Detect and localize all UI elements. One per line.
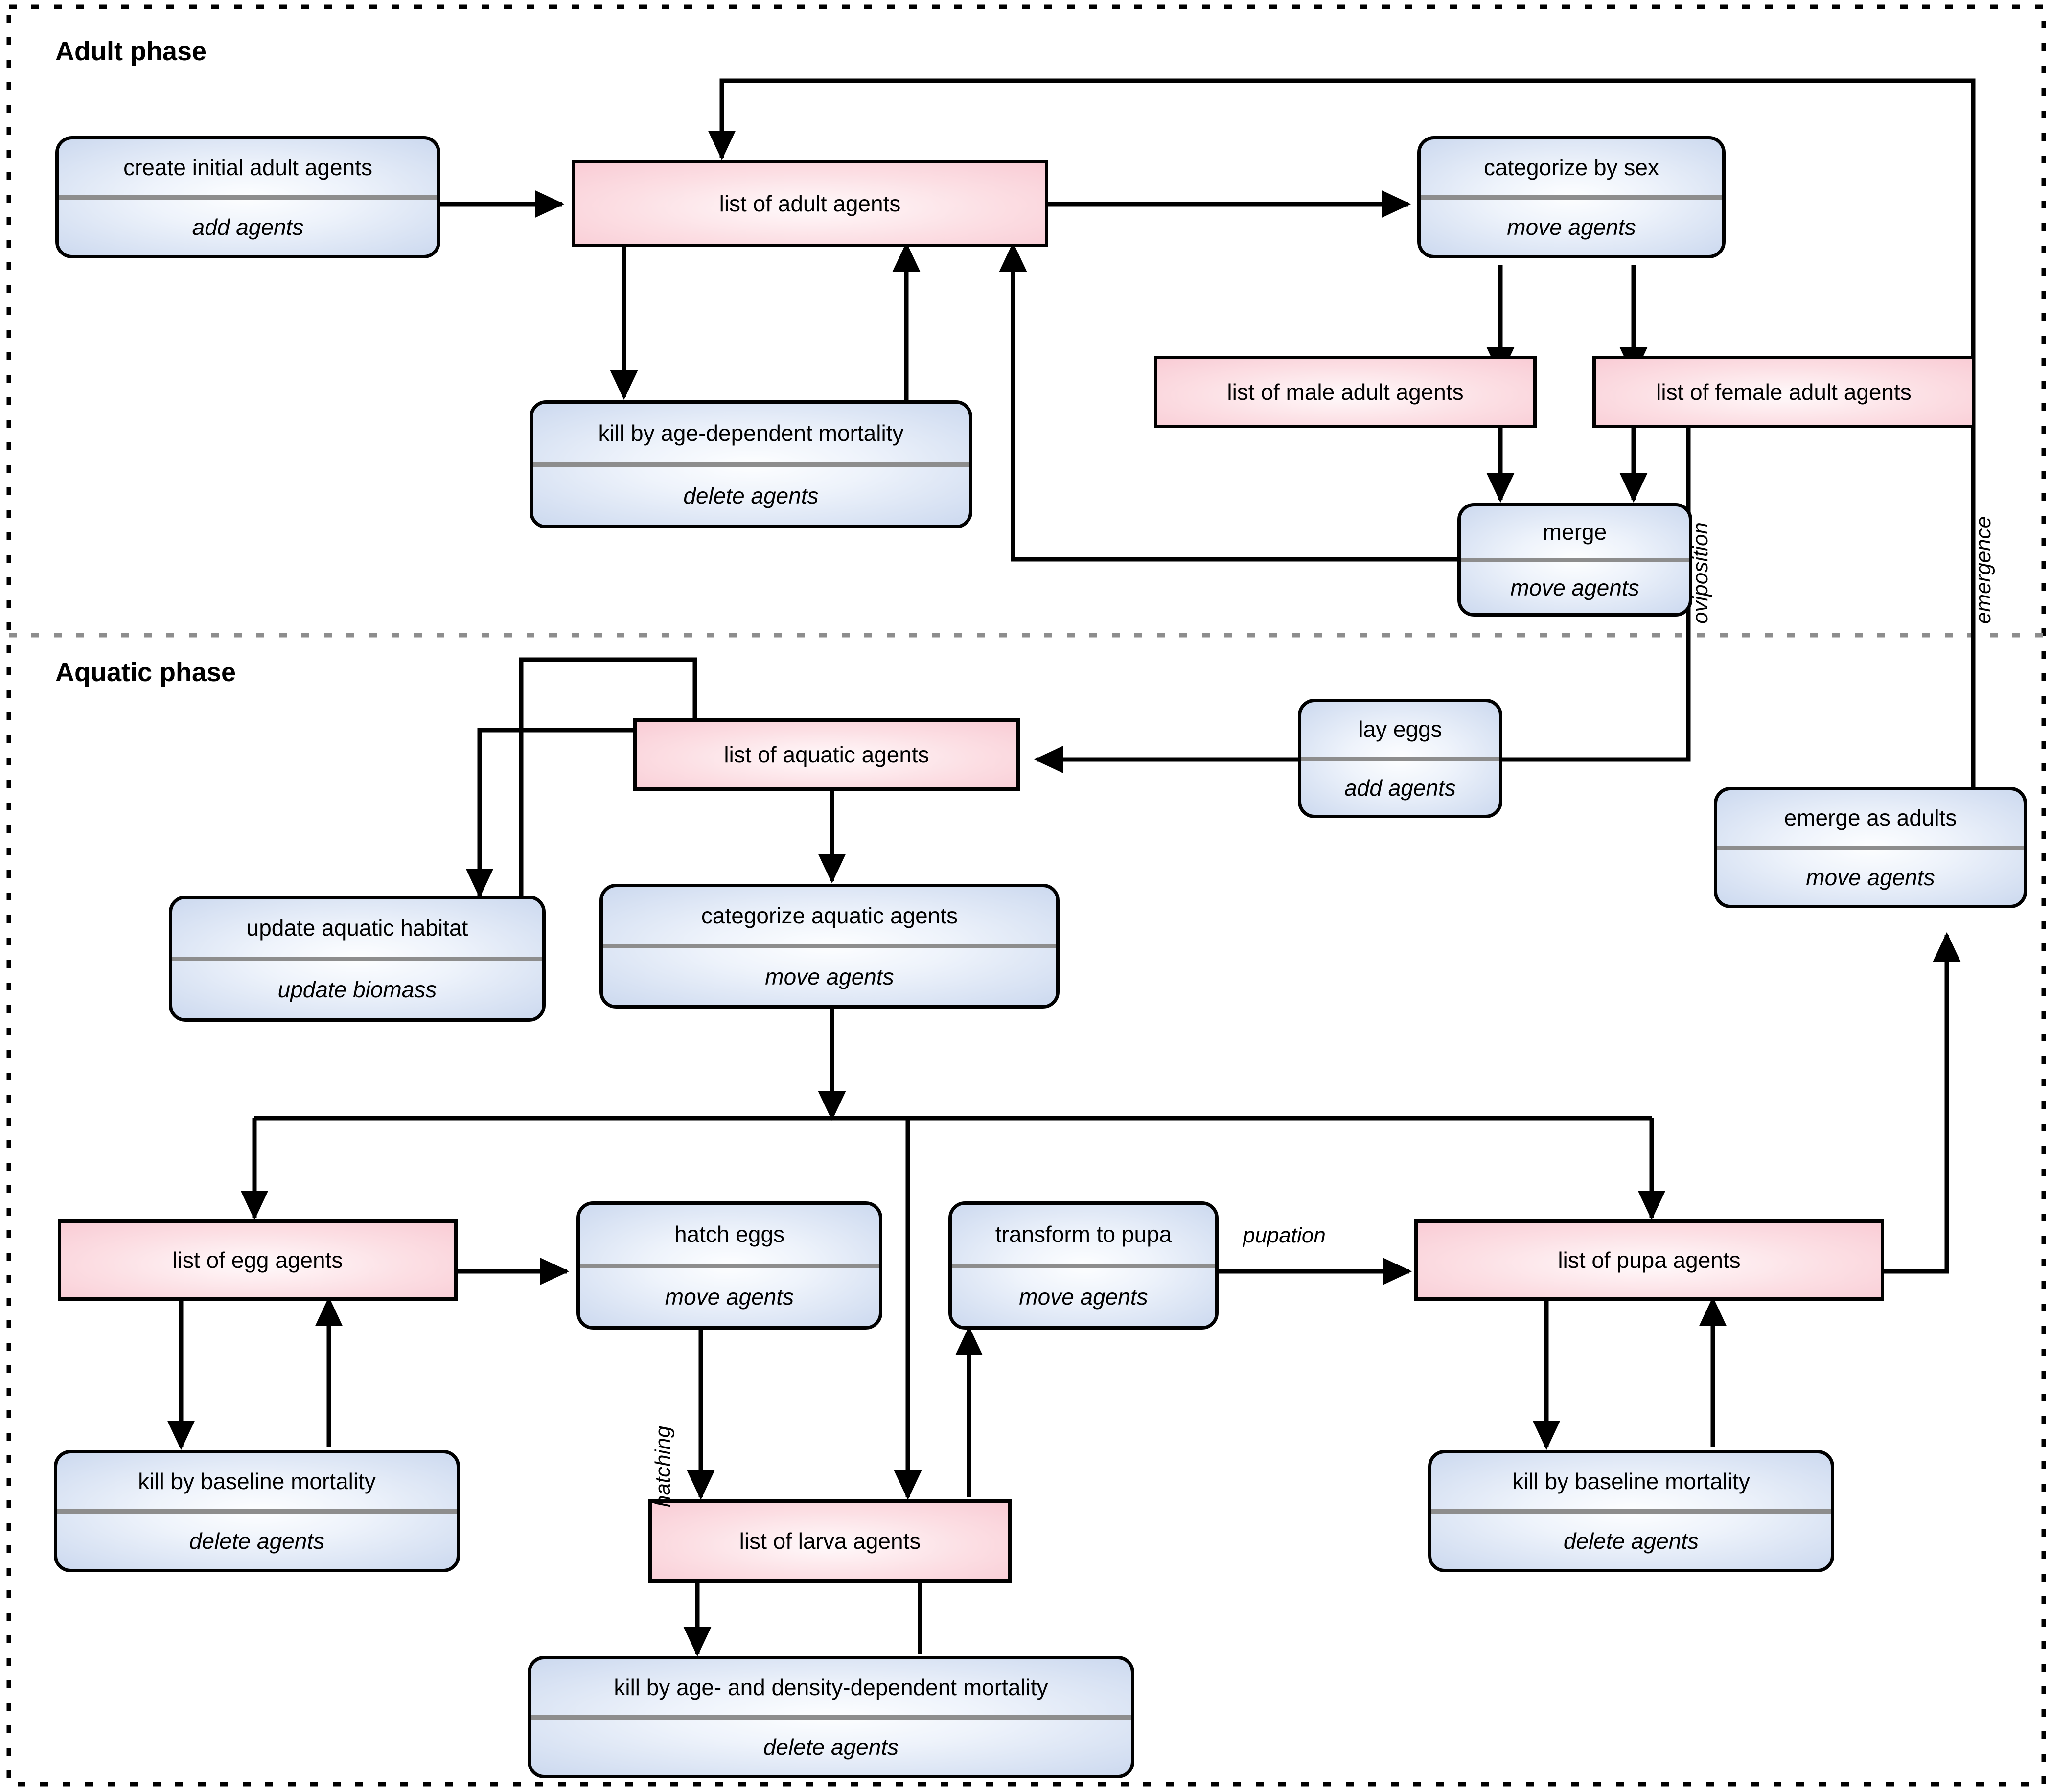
node-title: list of larva agents — [739, 1528, 921, 1554]
node-list-of-larva-agents[interactable]: list of larva agents — [648, 1499, 1012, 1583]
node-hatch-eggs[interactable]: hatch eggs move agents — [576, 1201, 882, 1330]
node-title: list of adult agents — [719, 191, 901, 216]
node-title: categorize by sex — [1484, 154, 1659, 180]
node-title: list of egg agents — [172, 1247, 343, 1273]
node-title: emerge as adults — [1784, 805, 1957, 831]
node-list-of-pupa-agents[interactable]: list of pupa agents — [1414, 1219, 1884, 1301]
node-divider — [533, 462, 969, 467]
node-title: update aquatic habitat — [246, 915, 468, 941]
node-categorize-aquatic-agents[interactable]: categorize aquatic agents move agents — [599, 884, 1060, 1009]
node-list-of-aquatic-agents[interactable]: list of aquatic agents — [633, 718, 1020, 791]
node-action: update biomass — [277, 977, 437, 1003]
node-title: transform to pupa — [995, 1221, 1172, 1247]
node-emerge-as-adults[interactable]: emerge as adults move agents — [1714, 787, 2027, 908]
node-divider — [1301, 756, 1499, 761]
node-action: move agents — [765, 964, 894, 989]
node-action: move agents — [1507, 214, 1636, 240]
node-kill-by-age-dependent-mortality[interactable]: kill by age-dependent mortality delete a… — [530, 400, 972, 528]
node-title: list of pupa agents — [1558, 1247, 1741, 1273]
node-divider — [57, 1509, 457, 1514]
node-divider — [172, 956, 542, 961]
node-lay-eggs[interactable]: lay eggs add agents — [1298, 699, 1502, 818]
node-divider — [603, 944, 1056, 948]
node-action: delete agents — [1563, 1528, 1699, 1554]
node-action: delete agents — [189, 1528, 325, 1554]
node-divider — [1717, 845, 2024, 850]
node-title: lay eggs — [1358, 716, 1442, 742]
node-action: delete agents — [763, 1734, 899, 1760]
node-title: create initial adult agents — [123, 154, 372, 180]
edge-pupalist-to-emerge — [1884, 932, 1961, 1274]
edge-label-emergence: emergence — [1971, 516, 1995, 624]
edge-label-hatching: hatching — [651, 1425, 675, 1507]
node-list-of-adult-agents[interactable]: list of adult agents — [572, 160, 1048, 247]
node-title: list of male adult agents — [1227, 379, 1464, 405]
node-create-initial-adult-agents[interactable]: create initial adult agents add agents — [55, 136, 440, 258]
node-divider — [1461, 557, 1689, 562]
node-merge[interactable]: merge move agents — [1457, 503, 1692, 617]
node-action: move agents — [1019, 1284, 1148, 1310]
edge-label-pupation: pupation — [1243, 1223, 1326, 1247]
node-kill-by-baseline-mortality-egg[interactable]: kill by baseline mortality delete agents — [54, 1450, 460, 1572]
node-title: kill by baseline mortality — [1512, 1468, 1750, 1494]
node-divider — [531, 1715, 1131, 1720]
node-divider — [580, 1263, 879, 1268]
edge-aquaticlist-to-habitat-b — [519, 657, 697, 896]
node-title: kill by age-dependent mortality — [598, 420, 904, 446]
edge-aquaticlist-to-habitat-a — [465, 728, 685, 898]
node-update-aquatic-habitat[interactable]: update aquatic habitat update biomass — [169, 896, 546, 1022]
node-action: add agents — [192, 214, 304, 240]
node-title: kill by baseline mortality — [138, 1468, 376, 1494]
node-kill-by-baseline-mortality-pupa[interactable]: kill by baseline mortality delete agents — [1428, 1450, 1834, 1572]
node-title: hatch eggs — [674, 1221, 785, 1247]
node-list-of-female-adult-agents[interactable]: list of female adult agents — [1592, 356, 1975, 428]
node-action: add agents — [1344, 775, 1456, 801]
edge-merge-to-adultlist — [999, 242, 1460, 562]
edge-label-oviposition: oviposition — [1688, 522, 1712, 624]
node-title: kill by age- and density-dependent morta… — [614, 1674, 1048, 1700]
node-title: list of female adult agents — [1656, 379, 1912, 405]
edge-emergence-to-adultlist — [708, 78, 1976, 818]
node-action: move agents — [1510, 574, 1639, 600]
node-divider — [1431, 1509, 1831, 1514]
outer-frame — [6, 4, 2046, 1787]
node-divider — [952, 1263, 1215, 1268]
node-title: list of aquatic agents — [724, 742, 929, 767]
adult-phase-title: Adult phase — [55, 37, 207, 66]
node-kill-by-age-and-density-dependent-mortality[interactable]: kill by age- and density-dependent morta… — [528, 1656, 1134, 1778]
node-transform-to-pupa[interactable]: transform to pupa move agents — [948, 1201, 1219, 1330]
node-title: merge — [1543, 519, 1607, 545]
aquatic-phase-title: Aquatic phase — [55, 658, 236, 687]
node-title: categorize aquatic agents — [701, 903, 958, 928]
node-divider — [59, 195, 437, 200]
node-list-of-male-adult-agents[interactable]: list of male adult agents — [1154, 356, 1537, 428]
node-categorize-by-sex[interactable]: categorize by sex move agents — [1417, 136, 1726, 258]
node-action: move agents — [1806, 864, 1935, 890]
node-list-of-egg-agents[interactable]: list of egg agents — [58, 1219, 458, 1301]
node-action: move agents — [665, 1284, 794, 1310]
node-action: delete agents — [683, 483, 819, 509]
node-divider — [1421, 195, 1722, 200]
